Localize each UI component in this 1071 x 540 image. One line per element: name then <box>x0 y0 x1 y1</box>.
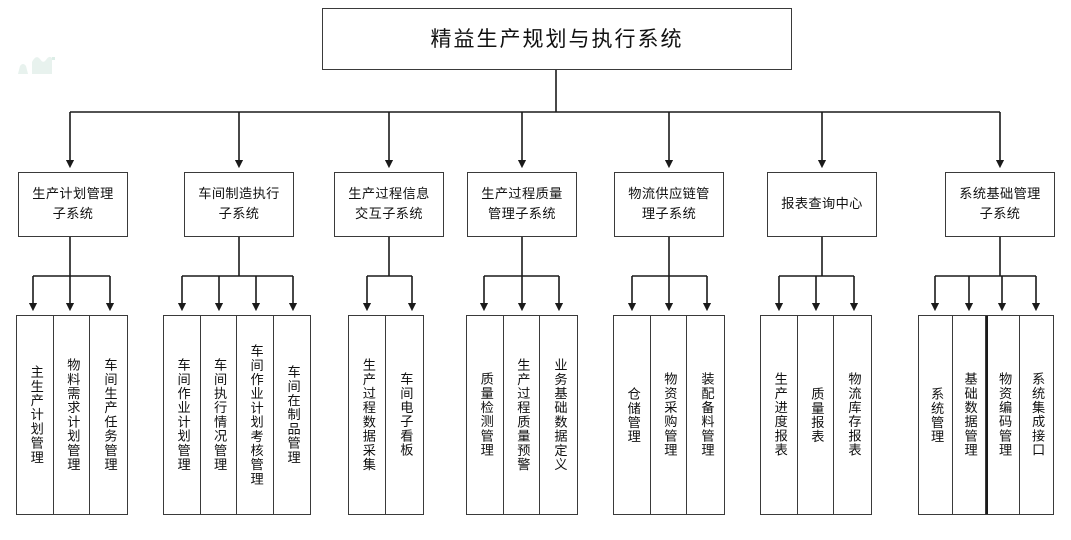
module-label: 车间电子看板 <box>397 372 413 458</box>
subsystem-process-information-interaction[interactable]: 生产过程信息 交互子系统 <box>334 172 444 237</box>
module-label: 车间在制品管理 <box>284 365 300 465</box>
subsystem-report-query-center[interactable]: 报表查询中心 <box>767 172 877 237</box>
subsystem-label-line1: 物流供应链管 <box>628 187 710 203</box>
module-item[interactable]: 业务基础数据定义 <box>540 316 577 514</box>
module-group-logistics-supply-chain: 仓储管理 物资采购管理 装配备料管理 <box>613 315 725 515</box>
subsystem-label: 车间制造执行 子系统 <box>196 185 282 223</box>
subsystem-label: 系统基础管理 子系统 <box>957 185 1043 223</box>
subsystem-logistics-supply-chain[interactable]: 物流供应链管 理子系统 <box>614 172 724 237</box>
module-label: 系统管理 <box>928 386 944 444</box>
module-label: 物资采购管理 <box>661 372 677 458</box>
module-label: 车间作业计划考核管理 <box>247 344 263 486</box>
module-item[interactable]: 车间生产任务管理 <box>90 316 127 514</box>
subsystem-label-line1: 车间制造执行 <box>198 187 280 203</box>
module-group-process-quality-management: 质量检测管理 生产过程质量预警 业务基础数据定义 <box>466 315 578 515</box>
module-item[interactable]: 物资编码管理 <box>986 316 1020 514</box>
subsystem-label-line2: 子系统 <box>52 206 94 222</box>
subsystem-label-line2: 管理子系统 <box>488 206 556 222</box>
module-item[interactable]: 装配备料管理 <box>687 316 724 514</box>
module-group-workshop-manufacturing-execution: 车间作业计划管理 车间执行情况管理 车间作业计划考核管理 车间在制品管理 <box>163 315 311 515</box>
subsystem-label: 生产计划管理 子系统 <box>30 185 116 223</box>
module-item[interactable]: 主生产计划管理 <box>17 316 54 514</box>
module-item[interactable]: 质量报表 <box>797 316 835 514</box>
module-item[interactable]: 生产进度报表 <box>761 316 798 514</box>
module-item[interactable]: 物资采购管理 <box>650 316 688 514</box>
module-label: 车间执行情况管理 <box>211 358 227 472</box>
module-label: 生产过程质量预警 <box>514 358 530 472</box>
subsystem-label: 生产过程信息 交互子系统 <box>346 185 432 223</box>
module-label: 基础数据管理 <box>961 372 977 458</box>
module-label: 系统集成接口 <box>1029 372 1045 458</box>
module-group-process-information-interaction: 生产过程数据采集 车间电子看板 <box>348 315 424 515</box>
module-group-report-query-center: 生产进度报表 质量报表 物流库存报表 <box>760 315 872 515</box>
module-item[interactable]: 车间执行情况管理 <box>200 316 237 514</box>
subsystem-label-line2: 子系统 <box>218 206 260 222</box>
module-item[interactable]: 生产过程数据采集 <box>349 316 386 514</box>
module-item[interactable]: 系统管理 <box>919 316 953 514</box>
module-item[interactable]: 基础数据管理 <box>952 316 986 514</box>
module-label: 业务基础数据定义 <box>551 358 567 472</box>
module-label: 生产进度报表 <box>771 372 787 458</box>
subsystem-label-line2: 交互子系统 <box>355 206 423 222</box>
subsystem-label-line1: 系统基础管理 <box>959 187 1041 203</box>
module-item[interactable]: 物流库存报表 <box>834 316 871 514</box>
module-item[interactable]: 系统集成接口 <box>1019 316 1053 514</box>
subsystem-label-line1: 报表查询中心 <box>781 196 863 212</box>
module-label: 主生产计划管理 <box>27 365 43 465</box>
module-label: 仓储管理 <box>624 386 640 444</box>
subsystem-label-line2: 子系统 <box>979 206 1021 222</box>
module-group-production-planning: 主生产计划管理 物料需求计划管理 车间生产任务管理 <box>16 315 128 515</box>
module-item[interactable]: 仓储管理 <box>614 316 651 514</box>
mountain-watermark-icon <box>18 56 55 74</box>
module-label: 车间作业计划管理 <box>174 358 190 472</box>
page-title: 精益生产规划与执行系统 <box>430 26 684 51</box>
subsystem-label: 报表查询中心 <box>779 195 865 214</box>
subsystem-label: 生产过程质量 管理子系统 <box>479 185 565 223</box>
subsystem-workshop-manufacturing-execution[interactable]: 车间制造执行 子系统 <box>184 172 294 237</box>
module-item[interactable]: 生产过程质量预警 <box>503 316 541 514</box>
module-item[interactable]: 物料需求计划管理 <box>53 316 91 514</box>
module-label: 物流库存报表 <box>845 372 861 458</box>
module-label: 车间生产任务管理 <box>101 358 117 472</box>
module-label: 物料需求计划管理 <box>64 358 80 472</box>
module-label: 装配备料管理 <box>698 372 714 458</box>
module-item[interactable]: 车间在制品管理 <box>273 316 310 514</box>
subsystem-system-foundation-management[interactable]: 系统基础管理 子系统 <box>945 172 1055 237</box>
subsystem-label-line1: 生产过程质量 <box>481 187 563 203</box>
module-item[interactable]: 车间作业计划考核管理 <box>237 316 274 514</box>
subsystem-label-line2: 理子系统 <box>641 206 697 222</box>
module-label: 质量检测管理 <box>477 372 493 458</box>
module-item[interactable]: 车间作业计划管理 <box>164 316 201 514</box>
subsystem-label-line1: 生产过程信息 <box>348 187 430 203</box>
root-node-system-title[interactable]: 精益生产规划与执行系统 <box>322 8 792 70</box>
module-label: 物资编码管理 <box>996 372 1012 458</box>
module-label: 生产过程数据采集 <box>359 358 375 472</box>
module-item[interactable]: 车间电子看板 <box>386 316 423 514</box>
module-label: 质量报表 <box>808 386 824 444</box>
subsystem-production-planning[interactable]: 生产计划管理 子系统 <box>18 172 128 237</box>
subsystem-process-quality-management[interactable]: 生产过程质量 管理子系统 <box>467 172 577 237</box>
subsystem-label: 物流供应链管 理子系统 <box>626 185 712 223</box>
module-item[interactable]: 质量检测管理 <box>467 316 504 514</box>
subsystem-label-line1: 生产计划管理 <box>32 187 114 203</box>
module-group-system-foundation-management: 系统管理 基础数据管理 物资编码管理 系统集成接口 <box>918 315 1054 515</box>
